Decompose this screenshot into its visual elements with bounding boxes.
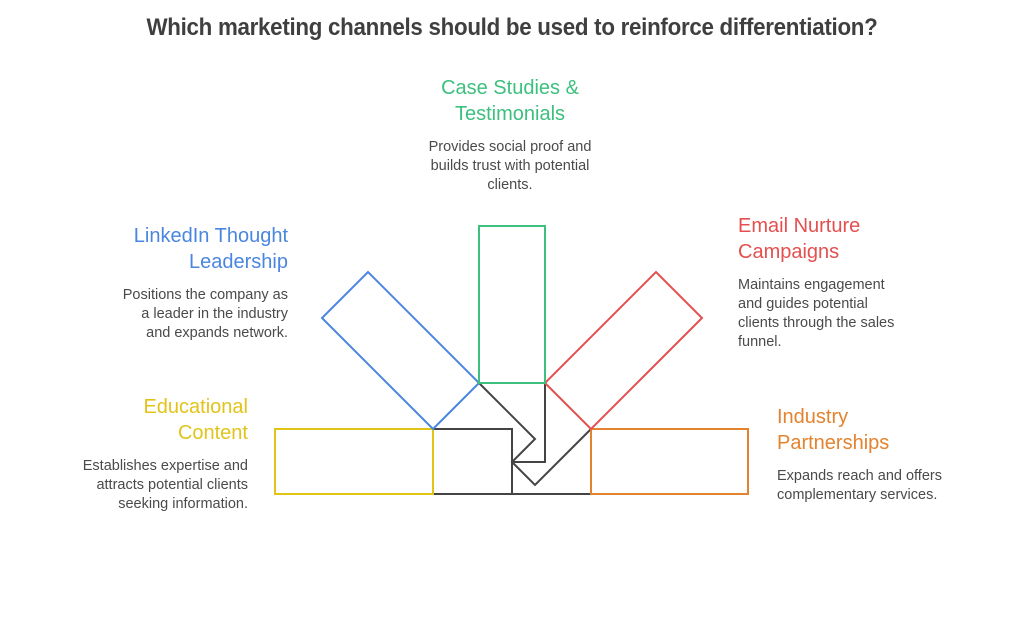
- channel-educational: Educational Content Establishes expertis…: [7, 394, 248, 514]
- description-line: builds trust with potential: [430, 158, 590, 174]
- heading-line: Content: [177, 422, 248, 444]
- description-line: Expands reach and offers: [777, 468, 942, 484]
- channel-heading: Email Nurture Campaigns: [738, 213, 978, 265]
- description-line: and expands network.: [146, 325, 288, 341]
- heading-line: LinkedIn Thought: [133, 225, 288, 247]
- heading-line: Leadership: [189, 251, 288, 273]
- channel-description: Positions the company as a leader in the…: [47, 286, 288, 343]
- description-line: a leader in the industry: [141, 306, 288, 322]
- connector-case-studies-hub: [512, 383, 546, 463]
- shape-linkedin: [320, 270, 481, 431]
- description-line: Maintains engagement: [738, 277, 885, 293]
- description-line: attracts potential clients: [96, 477, 248, 493]
- description-line: Establishes expertise and: [82, 458, 248, 474]
- channel-email: Email Nurture Campaigns Maintains engage…: [738, 213, 978, 352]
- channel-description: Expands reach and offers complementary s…: [777, 467, 1017, 505]
- shape-educational: [274, 428, 434, 495]
- channel-description: Provides social proof and builds trust w…: [390, 138, 630, 195]
- heading-line: Testimonials: [454, 103, 566, 125]
- channel-heading: Case Studies & Testimonials: [390, 75, 630, 127]
- description-line: Provides social proof and: [428, 139, 592, 155]
- heading-line: Industry: [777, 406, 849, 428]
- shape-partnerships: [590, 428, 749, 495]
- description-line: clients.: [487, 177, 533, 193]
- description-line: seeking information.: [118, 496, 248, 512]
- channel-case-studies: Case Studies & Testimonials Provides soc…: [390, 75, 630, 195]
- channel-heading: Educational Content: [7, 394, 248, 446]
- shape-email: [543, 270, 704, 431]
- channel-linkedin: LinkedIn Thought Leadership Positions th…: [47, 223, 288, 343]
- connector-educational-hub: [433, 428, 513, 494]
- connector-linkedin-partnerships: [478, 382, 592, 487]
- shape-case-studies: [478, 225, 546, 384]
- description-line: clients through the sales: [738, 315, 895, 331]
- channel-heading: LinkedIn Thought Leadership: [47, 223, 288, 275]
- description-line: Positions the company as: [122, 287, 288, 303]
- description-line: and guides potential: [738, 296, 868, 312]
- description-line: complementary services.: [777, 487, 938, 503]
- channel-description: Maintains engagement and guides potentia…: [738, 276, 978, 352]
- channel-heading: Industry Partnerships: [777, 404, 1017, 456]
- heading-line: Campaigns: [738, 241, 840, 263]
- channel-partnerships: Industry Partnerships Expands reach and …: [777, 404, 1017, 505]
- page-title: Which marketing channels should be used …: [146, 14, 878, 41]
- heading-line: Email Nurture: [738, 215, 861, 237]
- heading-line: Case Studies &: [441, 77, 579, 99]
- description-line: funnel.: [738, 334, 782, 350]
- heading-line: Partnerships: [777, 432, 890, 454]
- heading-line: Educational: [143, 396, 248, 418]
- channel-description: Establishes expertise and attracts poten…: [7, 457, 248, 514]
